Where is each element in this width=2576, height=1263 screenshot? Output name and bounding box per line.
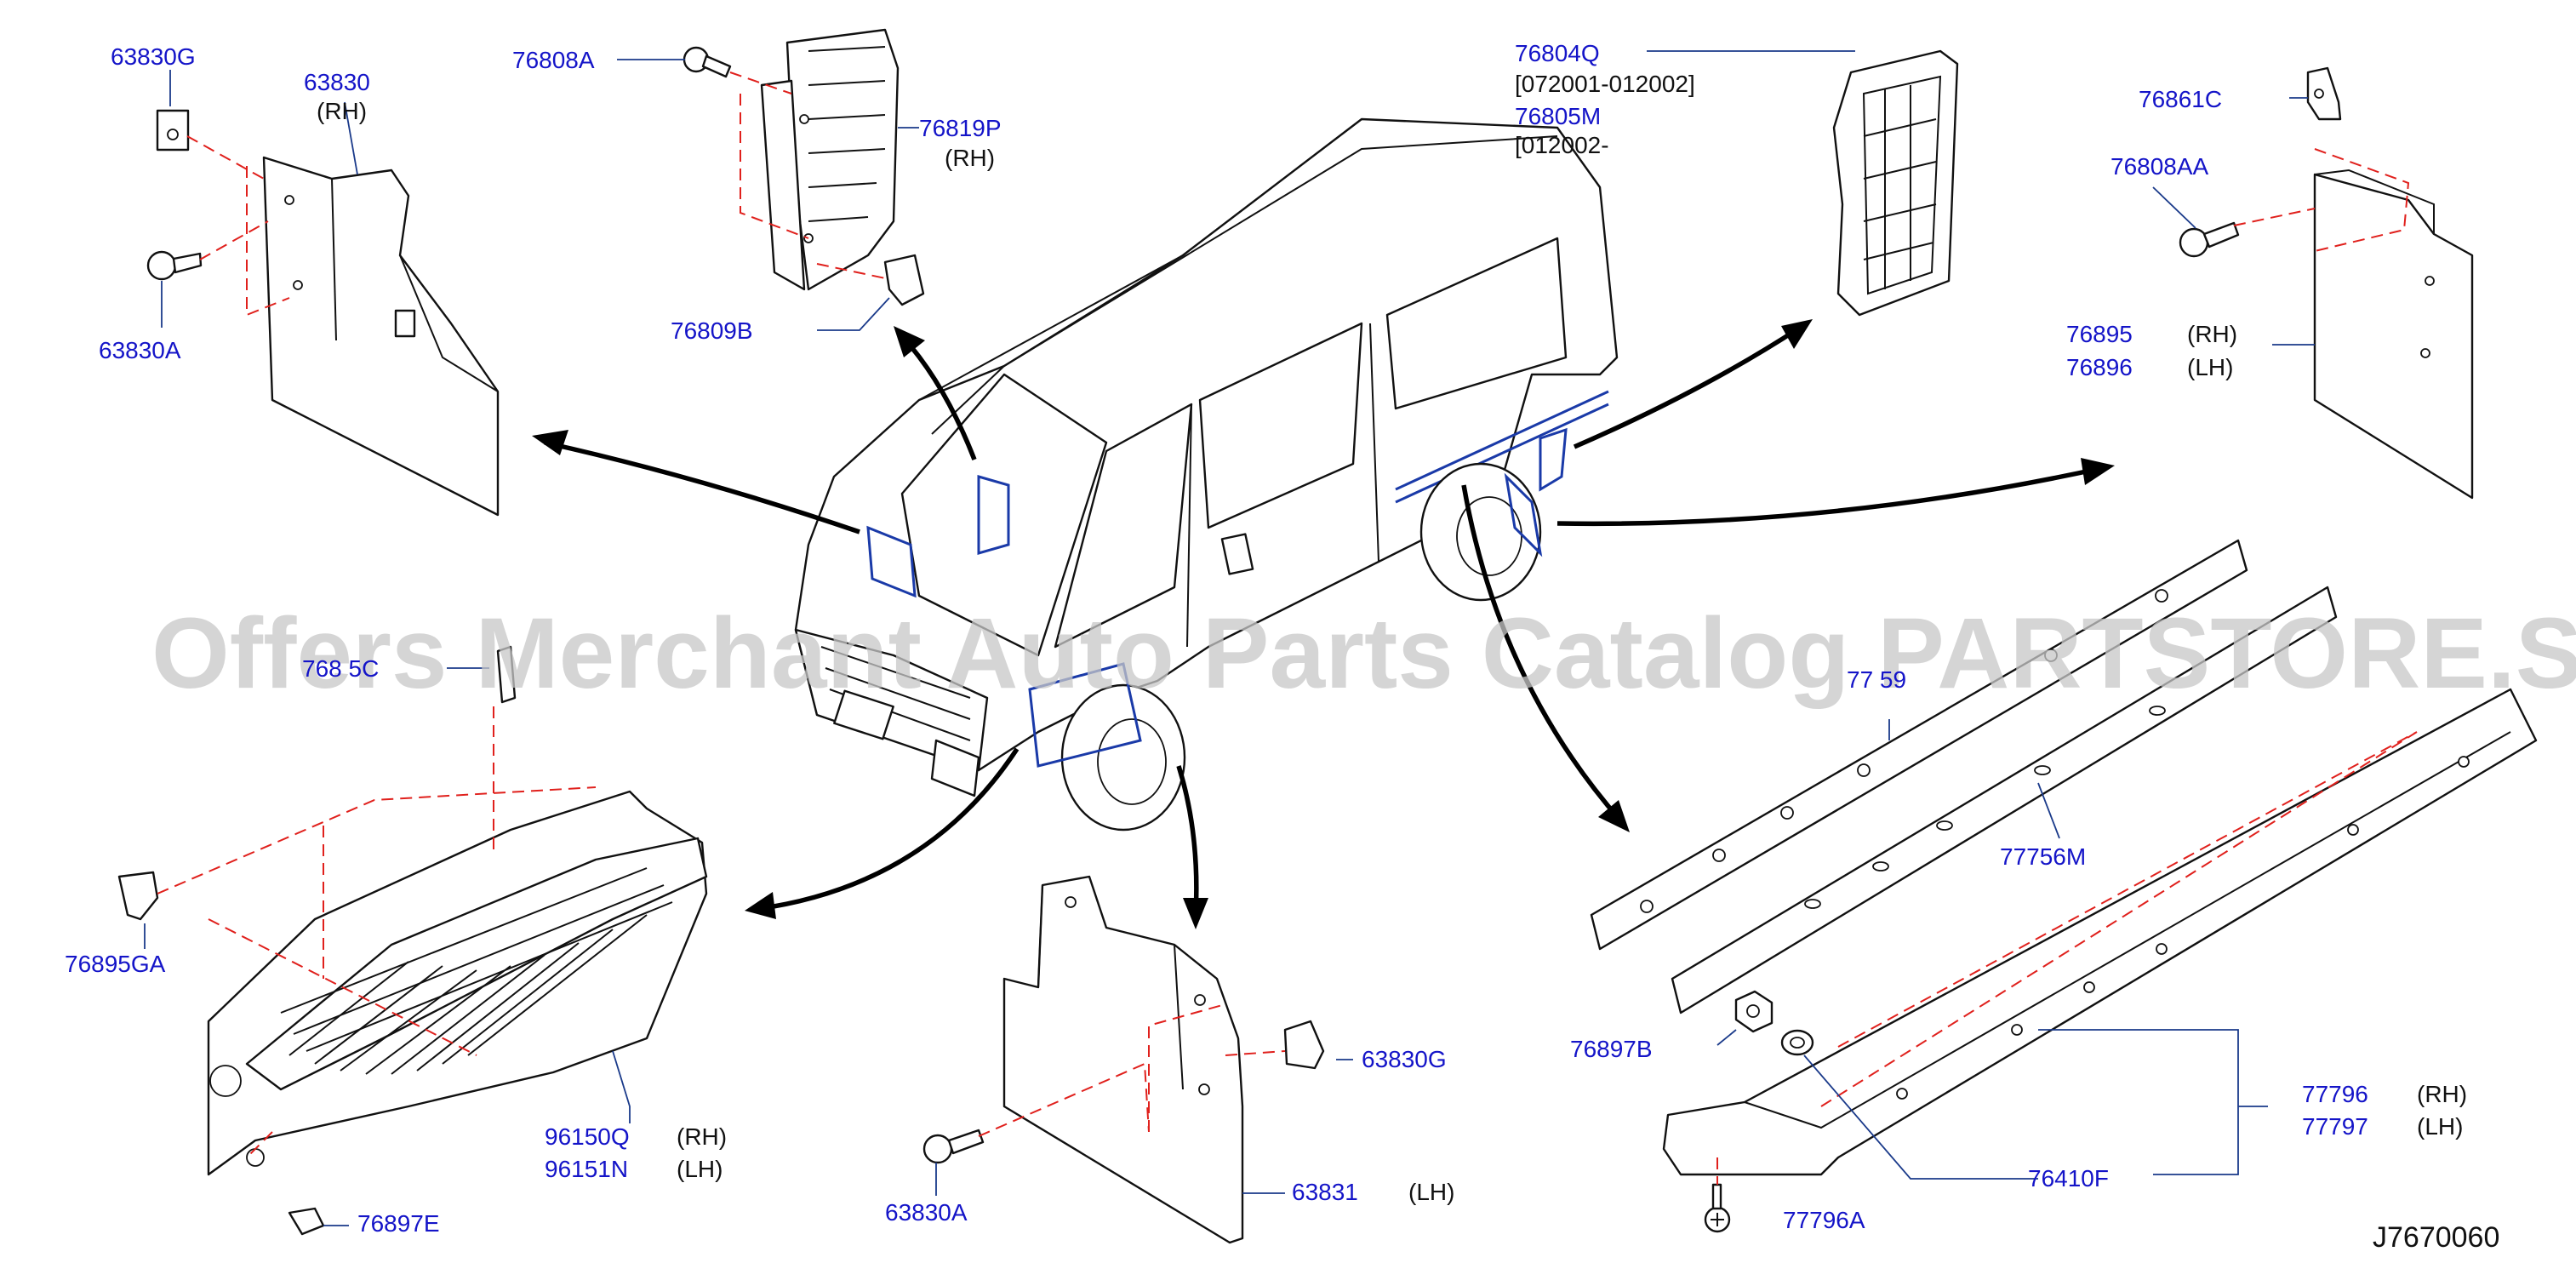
- label-63830g-top[interactable]: 63830G: [111, 43, 196, 70]
- label-63831-side: (LH): [1408, 1179, 1454, 1205]
- label-63830a-bottom[interactable]: 63830A: [885, 1199, 968, 1226]
- label-63830g-bottom[interactable]: 63830G: [1362, 1046, 1447, 1072]
- label-768x5c[interactable]: 768 5C: [302, 655, 379, 682]
- part-77756m-sill-strip[interactable]: [1671, 586, 2338, 1014]
- label-77797-side: (LH): [2417, 1113, 2463, 1140]
- label-96151n[interactable]: 96151N: [545, 1156, 628, 1182]
- part-labels: 63830G 63830 (RH) 63830A 76808A 76819P (…: [65, 40, 2467, 1237]
- label-77796-side: (RH): [2417, 1081, 2467, 1107]
- part-76819p-rh-deflector[interactable]: [617, 28, 925, 331]
- label-date-range-1: [072001-012002]: [1515, 71, 1695, 97]
- label-63830-side: (RH): [317, 98, 367, 124]
- part-76410f-washer[interactable]: [1780, 1029, 2038, 1180]
- label-77796[interactable]: 77796: [2302, 1081, 2368, 1107]
- van-illustration: [794, 117, 1619, 832]
- part-77759-sill-strip[interactable]: [1590, 539, 2248, 951]
- label-76808aa[interactable]: 76808AA: [2110, 153, 2209, 180]
- label-77796a[interactable]: 77796A: [1783, 1207, 1865, 1233]
- part-76897b-nut[interactable]: [1716, 990, 1773, 1046]
- part-63831-lh-mudguard[interactable]: [922, 875, 1353, 1244]
- label-63830[interactable]: 63830: [304, 69, 370, 95]
- label-76804q[interactable]: 76804Q: [1515, 40, 1600, 66]
- step-grid: [280, 867, 673, 1075]
- part-76804q-deflector[interactable]: [1647, 49, 1959, 317]
- label-76809b[interactable]: 76809B: [671, 317, 753, 344]
- label-96150q-side: (RH): [677, 1123, 727, 1150]
- label-76897b[interactable]: 76897B: [1570, 1036, 1653, 1062]
- part-96150q-step[interactable]: [117, 645, 708, 1236]
- label-63831[interactable]: 63831: [1292, 1179, 1358, 1205]
- label-63830a-top[interactable]: 63830A: [99, 337, 181, 363]
- label-77797[interactable]: 77797: [2302, 1113, 2368, 1140]
- part-77796a-screw[interactable]: [1704, 1157, 1731, 1233]
- label-76808a[interactable]: 76808A: [512, 47, 595, 73]
- label-76895-side: (RH): [2187, 321, 2237, 347]
- label-77756m[interactable]: 77756M: [2000, 843, 2086, 870]
- part-77796-side-sill[interactable]: [1662, 688, 2538, 1176]
- part-76895-mudguard[interactable]: [2152, 66, 2474, 500]
- watermark-text: Offers Merchant Auto Parts Catalog PARTS…: [151, 597, 2576, 710]
- label-76896-side: (LH): [2187, 354, 2233, 380]
- label-76805m[interactable]: 76805M: [1515, 103, 1601, 129]
- label-76861c[interactable]: 76861C: [2139, 86, 2222, 112]
- diagram-code: J7670060: [2373, 1221, 2499, 1254]
- label-96151n-side: (LH): [677, 1156, 723, 1182]
- part-63830-rh-mudguard[interactable]: [146, 70, 500, 517]
- label-77759[interactable]: 77 59: [1847, 666, 1906, 693]
- label-76819p-side: (RH): [945, 145, 995, 171]
- label-76896[interactable]: 76896: [2066, 354, 2133, 380]
- label-76410f[interactable]: 76410F: [2028, 1165, 2109, 1192]
- label-96150q[interactable]: 96150Q: [545, 1123, 630, 1150]
- label-76895ga[interactable]: 76895GA: [65, 951, 166, 977]
- label-date-range-2: [012002-: [1515, 132, 1609, 158]
- label-76819p[interactable]: 76819P: [919, 115, 1002, 141]
- label-76895[interactable]: 76895: [2066, 321, 2133, 347]
- callout-arrows: [532, 319, 2115, 929]
- label-76897e[interactable]: 76897E: [357, 1210, 440, 1237]
